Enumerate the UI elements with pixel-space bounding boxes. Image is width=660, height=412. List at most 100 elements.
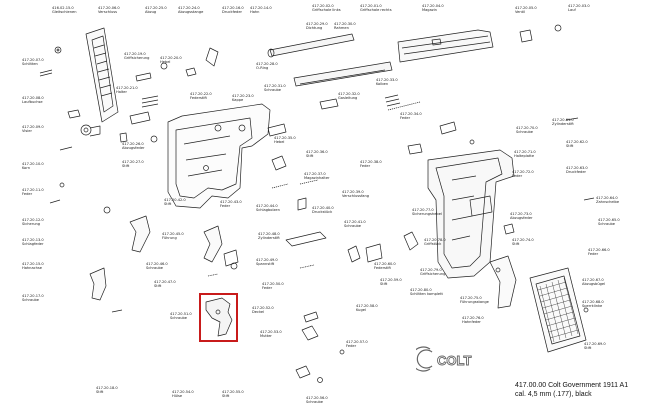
- diagram-caption: 417.00.00 Colt Government 1911 A1 cal. 4…: [515, 381, 628, 399]
- logo-text: COLT: [437, 353, 471, 368]
- right-small-parts: [403, 117, 595, 341]
- springs: [207, 101, 421, 277]
- caption-subtitle: cal. 4,5 mm (.177), black: [515, 391, 592, 398]
- caption-title: 417.00.00 Colt Government 1911 A1: [515, 382, 629, 389]
- slide: [397, 24, 562, 63]
- grip-panel-left: [85, 27, 119, 123]
- lower-left-parts: [89, 215, 239, 313]
- grip-frame: [427, 149, 515, 279]
- drawing-group: [39, 24, 595, 383]
- highlighted-hammer: [205, 297, 233, 337]
- barrel-assembly: [267, 33, 401, 110]
- highlighted-part-frame: [199, 293, 238, 342]
- mainspring-housing: [489, 255, 517, 309]
- trigger-parts: [267, 123, 383, 383]
- colt-logo: COLT: [416, 346, 472, 372]
- middle-small-parts: [119, 47, 219, 143]
- grip-panel-right: [529, 267, 587, 353]
- left-small-parts: [39, 46, 111, 214]
